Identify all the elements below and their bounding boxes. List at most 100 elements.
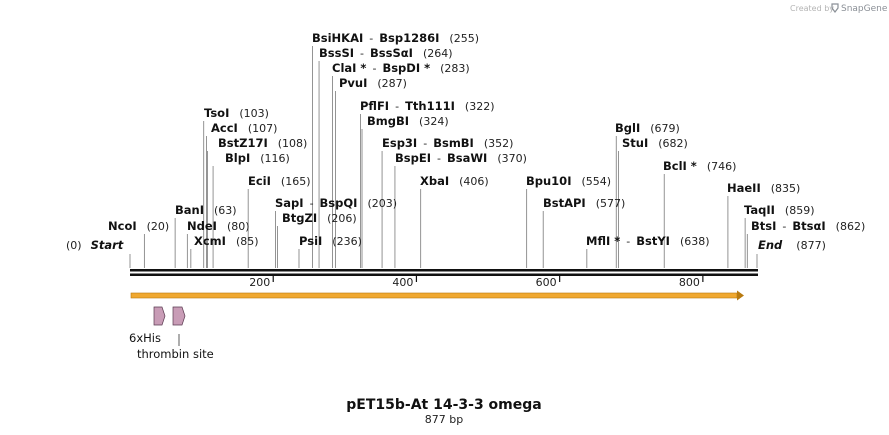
site-position: (165) (281, 175, 311, 188)
enzyme-name: Bpu10I (526, 174, 571, 188)
site-position: (638) (680, 235, 710, 248)
site-label: BmgBI (324) (367, 114, 449, 128)
sequence-backbone (130, 269, 758, 276)
start-label: (0)Start (66, 238, 124, 252)
orf-arrow (130, 290, 744, 301)
snapgene-logo-icon (831, 3, 839, 13)
site-label: PsiI (236) (299, 234, 362, 248)
feature-label-6xhis: 6xHis (129, 331, 161, 345)
site-position: (63) (214, 204, 237, 217)
site-position: (203) (367, 197, 397, 210)
enzyme-name: EciI (248, 174, 271, 188)
enzyme-name: NcoI (108, 219, 137, 233)
site-position: (206) (327, 212, 357, 225)
6xhis-feature-arrow (153, 306, 166, 326)
site-label: BglI(679) (615, 121, 680, 135)
site-label: BstAPI(577) (543, 196, 625, 210)
enzyme-name: BsmBI (433, 136, 474, 150)
enzyme-name: BanI (175, 203, 204, 217)
enzyme-name: XcmI (194, 234, 226, 248)
enzyme-name: BclI * (663, 159, 697, 173)
backbone-top-strand (130, 269, 758, 272)
site-position: (835) (771, 182, 801, 195)
site-label: BssSI-BssSαI(264) (319, 46, 453, 60)
site-leader-lines (129, 46, 758, 268)
site-label: NcoI (20) (108, 219, 169, 233)
map-title: pET15b-At 14-3-3 omega (346, 397, 541, 413)
end-label: End(877) (758, 238, 826, 252)
enzyme-name: AccI (211, 121, 238, 135)
enzyme-name: BstAPI (543, 196, 586, 210)
site-label: BtgZI(206) (282, 211, 357, 225)
enzyme-name: BmgBI (367, 114, 409, 128)
site-label: BtsI-BtsαI(862) (751, 219, 865, 233)
site-label: BclI *(746) (663, 159, 736, 173)
enzyme-name: TsoI (204, 106, 229, 120)
site-label: SapI-BspQI(203) (275, 196, 397, 210)
site-position: (370) (497, 152, 527, 165)
enzyme-name: BspDI * (382, 61, 430, 75)
enzyme-name: BssSαI (370, 46, 413, 60)
enzyme-name: TaqII (744, 203, 775, 217)
enzyme-name: NdeI (187, 219, 217, 233)
site-label: HaeII (835) (727, 181, 800, 195)
site-label: BlpI(116) (225, 151, 290, 165)
site-position: (20) (147, 220, 170, 233)
credit-text: Created by (790, 4, 834, 13)
site-position: (406) (459, 175, 489, 188)
site-label: NdeI (80) (187, 219, 250, 233)
enzyme-name: BsiHKAI (312, 31, 363, 45)
site-label: ClaI *-BspDI *(283) (332, 61, 470, 75)
enzyme-name: XbaI (420, 174, 449, 188)
site-label: TaqII(859) (744, 203, 815, 217)
site-label: MflI *-BstYI(638) (586, 234, 710, 248)
site-position: (80) (227, 220, 250, 233)
enzyme-name: StuI (622, 136, 648, 150)
enzyme-name: BstZ17I (218, 136, 268, 150)
site-position: (682) (658, 137, 688, 150)
site-label: XbaI (406) (420, 174, 489, 188)
site-position: (255) (449, 32, 479, 45)
enzyme-name: Bsp1286I (379, 31, 439, 45)
feature-6xhis: 6xHis (129, 306, 166, 345)
site-position: (324) (419, 115, 449, 128)
enzyme-name: BspQI (320, 196, 358, 210)
site-label: BanI (63) (175, 203, 237, 217)
enzyme-name: BsaWI (447, 151, 487, 165)
site-label: EciI (165) (248, 174, 311, 188)
enzyme-name: PvuI (339, 76, 367, 90)
site-position: (352) (484, 137, 514, 150)
site-labels: NcoI (20) BanI (63) NdeI (80)XcmI (85) TsoI (103… (66, 31, 865, 252)
site-label: AccI(107) (211, 121, 277, 135)
site-label: TsoI (103) (204, 106, 269, 120)
feature-label-thrombin-site: thrombin site (137, 347, 214, 361)
site-label: PvuI(287) (339, 76, 407, 90)
site-label: BstZ17I (108) (218, 136, 307, 150)
site-position: (264) (423, 47, 453, 60)
site-position: (103) (239, 107, 269, 120)
enzyme-name: Tth111I (405, 99, 455, 113)
enzyme-name: HaeII (727, 181, 761, 195)
site-position: (679) (650, 122, 680, 135)
ruler-tick-label: 200 (249, 276, 270, 289)
feature-thrombin-site: thrombin site (137, 306, 214, 361)
site-position: (283) (440, 62, 470, 75)
enzyme-name: BstYI (636, 234, 670, 248)
site-label: Bpu10I(554) (526, 174, 611, 188)
enzyme-name: SapI (275, 196, 304, 210)
enzyme-name: MflI * (586, 234, 620, 248)
enzyme-name: PflFI (360, 99, 389, 113)
map-length: 877 bp (425, 413, 463, 426)
enzyme-name: BtsI (751, 219, 776, 233)
enzyme-name: BssSI (319, 46, 354, 60)
site-position: (108) (278, 137, 308, 150)
site-position: (85) (236, 235, 259, 248)
thrombin-feature-arrow (172, 306, 186, 326)
site-label: StuI (682) (622, 136, 688, 150)
site-position: (236) (332, 235, 362, 248)
site-label: BspEI-BsaWI(370) (395, 151, 527, 165)
enzyme-name: PsiI (299, 234, 322, 248)
enzyme-name: BtsαI (792, 219, 825, 233)
